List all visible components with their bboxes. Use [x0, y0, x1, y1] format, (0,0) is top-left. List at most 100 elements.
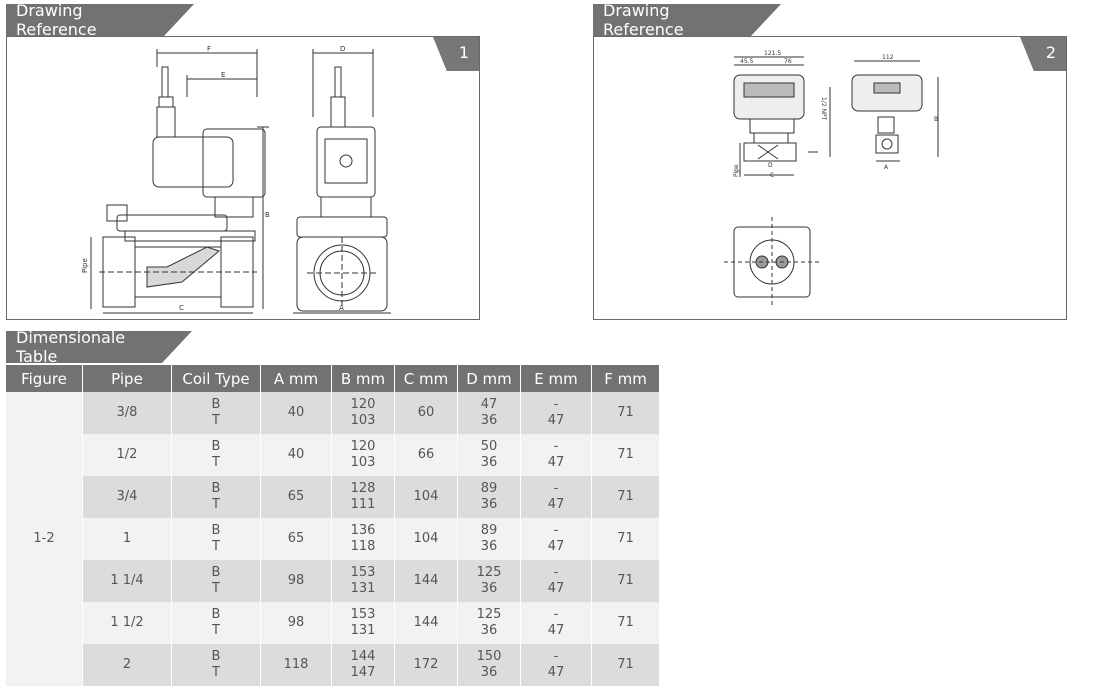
f-cell: 71 [591, 644, 659, 686]
table-header-row: Figure Pipe Coil Type A mm B mm C mm D m… [6, 365, 659, 392]
header-e: E mm [520, 365, 591, 392]
dim-label-pipe: Pipe [733, 164, 740, 177]
dim-label-npt: 1/2 NPT [820, 97, 827, 121]
drawing-panel-1: 1 F E [6, 36, 480, 320]
e-cell: -47 [520, 602, 591, 644]
a-cell: 65 [260, 476, 331, 518]
valve-drawing-figure-1: F E D B C A Pipe [81, 45, 481, 321]
figure-number: 2 [1045, 43, 1056, 62]
c-cell: 104 [394, 518, 457, 560]
panel1-title: Drawing Reference [6, 1, 194, 39]
dim-label-c: C [179, 304, 184, 312]
pipe-cell: 1 1/2 [82, 602, 171, 644]
a-cell: 40 [260, 392, 331, 434]
dim-label-121-5: 121.5 [764, 50, 781, 57]
dim-label-a: A [884, 164, 889, 171]
valve-drawing-figure-2: 121.5 45.5 76 1/2 NPT 112 B D C A Pipe [594, 50, 1068, 321]
drawing-panel-2: 2 121.5 45.5 76 1/2 NPT 112 B D C [593, 36, 1067, 320]
figure-number: 1 [458, 43, 469, 62]
c-cell: 144 [394, 602, 457, 644]
c-cell: 172 [394, 644, 457, 686]
a-cell: 118 [260, 644, 331, 686]
header-pipe: Pipe [82, 365, 171, 392]
e-cell: -47 [520, 518, 591, 560]
e-cell: -47 [520, 644, 591, 686]
pipe-cell: 1 1/4 [82, 560, 171, 602]
a-cell: 98 [260, 560, 331, 602]
c-cell: 144 [394, 560, 457, 602]
dim-label-e: E [221, 71, 225, 79]
f-cell: 71 [591, 392, 659, 434]
f-cell: 71 [591, 560, 659, 602]
dim-label-a: A [339, 304, 344, 312]
e-cell: -47 [520, 392, 591, 434]
dim-label-112: 112 [882, 54, 894, 61]
pipe-cell: 3/8 [82, 392, 171, 434]
table-title: Dimensionale Table [6, 328, 192, 366]
dim-label-76: 76 [784, 58, 792, 65]
dim-label-45-5: 45.5 [740, 58, 754, 65]
pipe-cell: 1/2 [82, 434, 171, 476]
e-cell: -47 [520, 434, 591, 476]
header-d: D mm [457, 365, 520, 392]
a-cell: 65 [260, 518, 331, 560]
pipe-cell: 3/4 [82, 476, 171, 518]
panel2-title: Drawing Reference [593, 1, 781, 39]
e-cell: -47 [520, 560, 591, 602]
dim-label-f: F [207, 45, 211, 53]
c-cell: 66 [394, 434, 457, 476]
pipe-cell: 2 [82, 644, 171, 686]
c-cell: 60 [394, 392, 457, 434]
f-cell: 71 [591, 434, 659, 476]
header-c: C mm [394, 365, 457, 392]
dim-label-b: B [934, 116, 938, 123]
dim-label-d: D [768, 162, 773, 169]
f-cell: 71 [591, 602, 659, 644]
header-f: F mm [591, 365, 659, 392]
header-figure: Figure [6, 365, 82, 392]
dim-label-b: B [265, 211, 270, 219]
dim-label-pipe: Pipe [81, 258, 89, 273]
dim-label-c: C [770, 172, 774, 179]
f-cell: 71 [591, 518, 659, 560]
a-cell: 98 [260, 602, 331, 644]
c-cell: 104 [394, 476, 457, 518]
dimension-table: Figure Pipe Coil Type A mm B mm C mm D m… [6, 365, 659, 686]
header-coil-type: Coil Type [171, 365, 260, 392]
figure-cell: 1-2 [6, 392, 82, 686]
dim-label-d: D [340, 45, 345, 53]
a-cell: 40 [260, 434, 331, 476]
header-b: B mm [331, 365, 394, 392]
pipe-cell: 1 [82, 518, 171, 560]
f-cell: 71 [591, 476, 659, 518]
header-a: A mm [260, 365, 331, 392]
